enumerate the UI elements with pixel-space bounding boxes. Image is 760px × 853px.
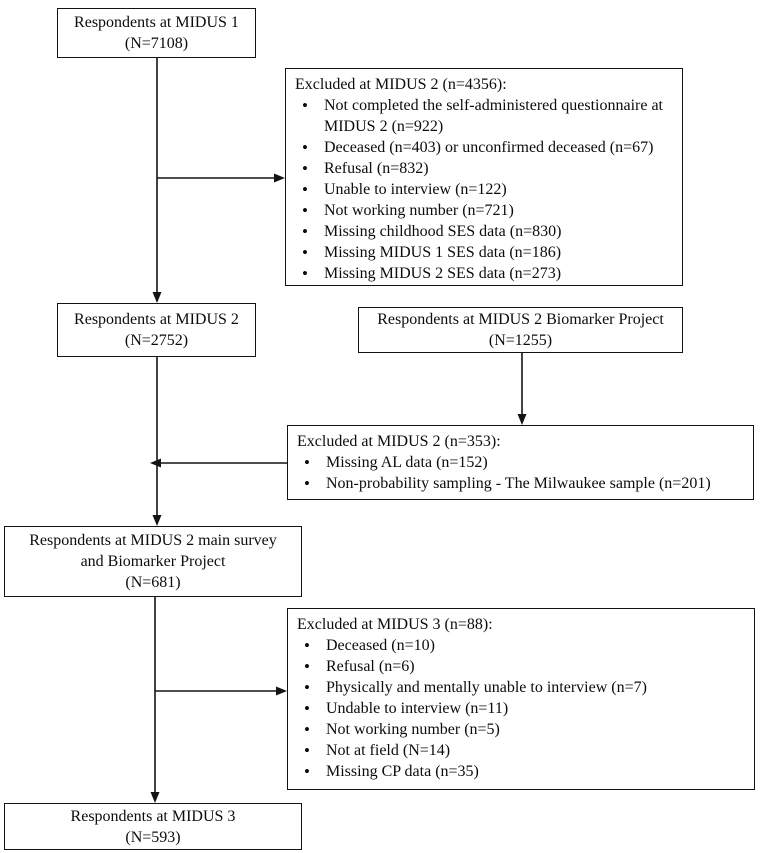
box-respondents-midus1: Respondents at MIDUS 1 (N=7108): [57, 8, 256, 58]
list-item: Missing CP data (n=35): [297, 761, 745, 782]
box-respondents-midus2-n: (N=2752): [124, 332, 189, 349]
arrowhead-to-excluded-midus2: [274, 173, 285, 183]
box-excluded-biomarker-list: Missing AL data (n=152) Non-probability …: [297, 452, 744, 494]
arrowhead-excluded-to-flow: [150, 458, 161, 468]
box-biomarker-project: Respondents at MIDUS 2 Biomarker Project…: [358, 307, 683, 353]
box-respondents-midus3-n: (N=593): [125, 828, 181, 846]
box-respondents-midus2-title: Respondents at MIDUS 2: [74, 311, 239, 328]
list-item: Unable to interview (n=122): [295, 179, 673, 200]
box-excluded-midus2-header: Excluded at MIDUS 2 (n=4356):: [295, 76, 507, 93]
list-item: Missing AL data (n=152): [297, 452, 744, 473]
box-excluded-biomarker-header: Excluded at MIDUS 2 (n=353):: [297, 433, 501, 450]
list-item: Refusal (n=832): [295, 158, 673, 179]
box-excluded-midus2-list: Not completed the self-administered ques…: [295, 95, 673, 284]
list-item: Non-probability sampling - The Milwaukee…: [297, 473, 744, 494]
box-combined-title-line1: Respondents at MIDUS 2 main survey: [29, 532, 277, 549]
box-excluded-midus2: Excluded at MIDUS 2 (n=4356): Not comple…: [285, 68, 683, 286]
box-combined-midus2-biomarker: Respondents at MIDUS 2 main survey and B…: [4, 526, 302, 597]
list-item: Refusal (n=6): [297, 656, 745, 677]
box-biomarker-project-title: Respondents at MIDUS 2 Biomarker Project: [377, 311, 664, 328]
list-item: Physically and mentally unable to interv…: [297, 677, 745, 698]
arrowhead-midus2-to-combined: [152, 515, 162, 526]
box-combined-n: (N=681): [125, 574, 181, 591]
box-respondents-midus2: Respondents at MIDUS 2 (N=2752): [57, 303, 256, 357]
box-excluded-midus3-header: Excluded at MIDUS 3 (n=88):: [297, 616, 493, 633]
box-excluded-midus3: Excluded at MIDUS 3 (n=88): Deceased (n=…: [287, 608, 755, 790]
list-item: Undable to interview (n=11): [297, 698, 745, 719]
arrowhead-biomarker-to-excluded: [517, 414, 527, 425]
list-item: Not completed the self-administered ques…: [295, 95, 673, 137]
arrowhead-midus1-to-midus2: [152, 292, 162, 303]
box-respondents-midus3-title: Respondents at MIDUS 3: [70, 807, 236, 825]
list-item: Missing childhood SES data (n=830): [295, 221, 673, 242]
box-excluded-midus3-list: Deceased (n=10) Refusal (n=6) Physically…: [297, 635, 745, 782]
list-item: Not working number (n=721): [295, 200, 673, 221]
box-excluded-biomarker: Excluded at MIDUS 2 (n=353): Missing AL …: [287, 425, 754, 500]
arrowhead-to-excluded-midus3: [276, 686, 287, 696]
list-item: Missing MIDUS 1 SES data (n=186): [295, 242, 673, 263]
arrowhead-combined-to-midus3: [150, 792, 160, 803]
list-item: Not at field (N=14): [297, 740, 745, 761]
box-biomarker-project-n: (N=1255): [488, 332, 553, 349]
box-respondents-midus3: Respondents at MIDUS 3 (N=593): [4, 803, 302, 850]
list-item: Deceased (n=403) or unconfirmed deceased…: [295, 137, 673, 158]
list-item: Deceased (n=10): [297, 635, 745, 656]
list-item: Missing MIDUS 2 SES data (n=273): [295, 263, 673, 284]
box-combined-title-line2: and Biomarker Project: [80, 553, 226, 570]
box-respondents-midus1-title: Respondents at MIDUS 1: [74, 14, 239, 31]
box-respondents-midus1-n: (N=7108): [124, 35, 189, 52]
list-item: Not working number (n=5): [297, 719, 745, 740]
